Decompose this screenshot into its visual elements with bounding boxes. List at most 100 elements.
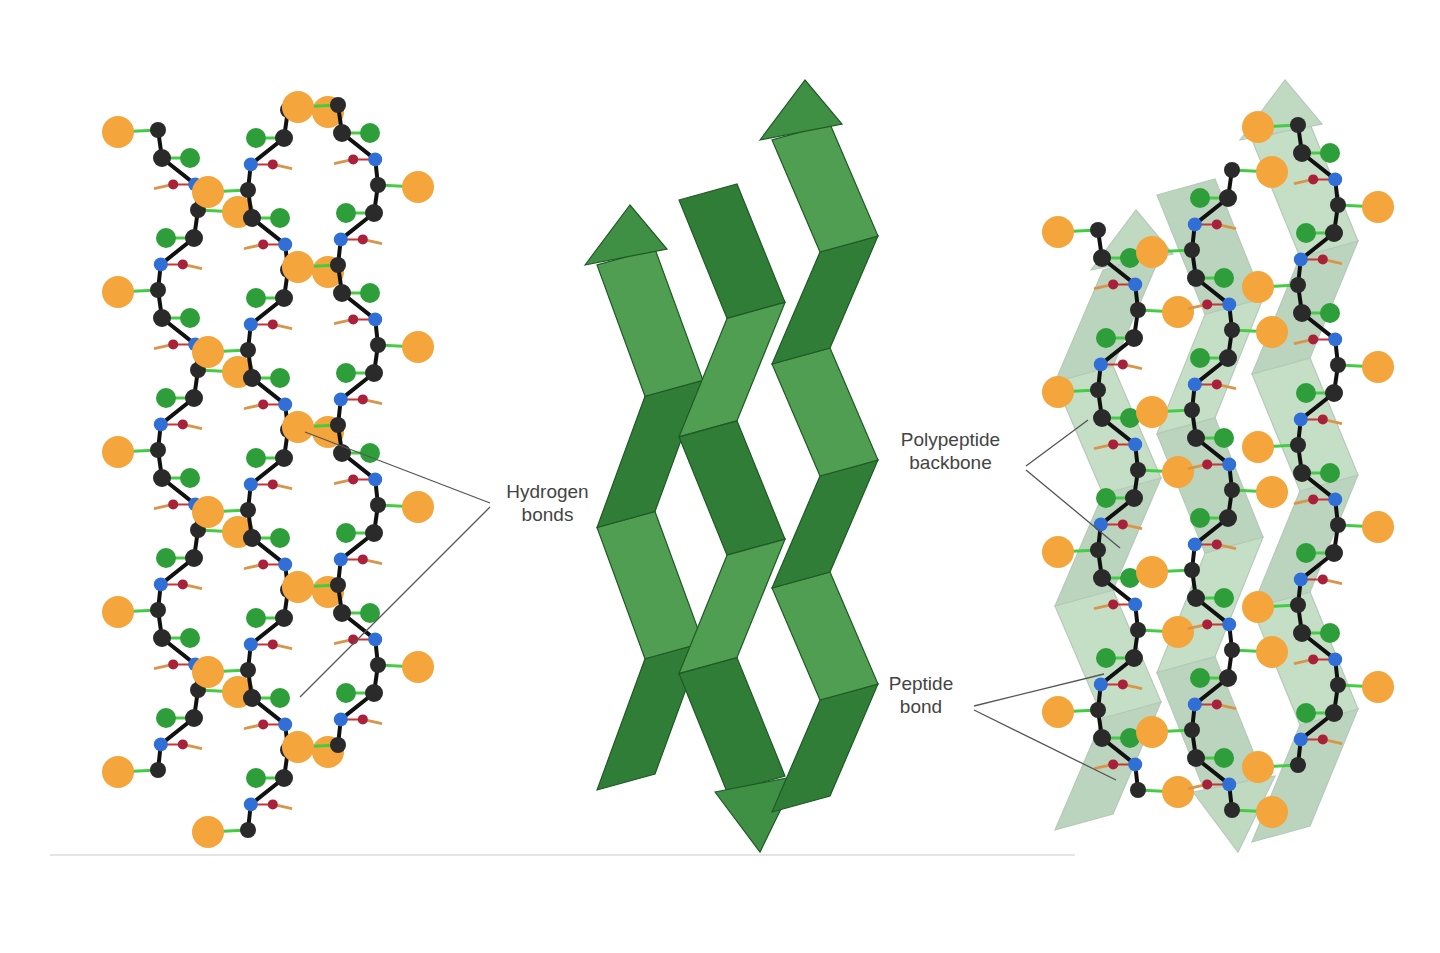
nitrogen-atom	[244, 477, 258, 491]
ribbon-arrow	[1157, 179, 1275, 852]
leader-line	[305, 432, 490, 503]
hydrogen-atom	[268, 799, 278, 809]
ribbon-arrow	[679, 184, 797, 852]
alpha-carbon	[1224, 802, 1240, 818]
ball-and-stick-right	[1042, 111, 1394, 828]
side-chain	[1162, 456, 1194, 488]
nitrogen-atom	[1328, 172, 1342, 186]
oxygen-atom	[180, 148, 200, 168]
ribbon-arrowhead	[760, 80, 842, 140]
oxygen-atom	[270, 688, 290, 708]
nitrogen-atom	[1188, 537, 1202, 551]
alpha-carbon	[1184, 242, 1200, 258]
carbonyl-carbon	[185, 549, 203, 567]
alpha-carbon	[330, 737, 346, 753]
nitrogen-atom	[278, 557, 292, 571]
nitrogen-atom	[154, 417, 168, 431]
carbonyl-carbon	[243, 529, 261, 547]
ribbon-segment	[679, 658, 785, 792]
nitrogen-atom	[1128, 597, 1142, 611]
alpha-carbon	[150, 442, 166, 458]
hydrogen-atom	[1108, 759, 1118, 769]
side-chain	[1136, 556, 1168, 588]
oxygen-atom	[1296, 223, 1316, 243]
carbonyl-carbon	[1187, 589, 1205, 607]
alpha-carbon	[240, 182, 256, 198]
nitrogen-atom	[1328, 332, 1342, 346]
hydrogen-atom	[358, 234, 368, 244]
side-chain	[192, 176, 224, 208]
carbonyl-carbon	[365, 364, 383, 382]
carbonyl-carbon	[1125, 329, 1143, 347]
alpha-carbon	[1290, 117, 1306, 133]
alpha-carbon	[330, 97, 346, 113]
hydrogen-atom	[258, 399, 268, 409]
hydrogen-atom	[168, 659, 178, 669]
alpha-carbon	[370, 657, 386, 673]
nitrogen-atom	[334, 232, 348, 246]
side-chain	[1242, 271, 1274, 303]
side-chain	[192, 496, 224, 528]
nitrogen-atom	[1328, 492, 1342, 506]
hydrogen-atom	[1202, 459, 1212, 469]
hydrogen-atom	[1202, 779, 1212, 789]
oxygen-atom	[246, 768, 266, 788]
alpha-carbon	[1130, 622, 1146, 638]
side-chain	[402, 491, 434, 523]
hydrogen-atom	[1108, 279, 1118, 289]
side-chain	[1162, 776, 1194, 808]
nitrogen-atom	[1222, 457, 1236, 471]
nitrogen-atom	[1222, 777, 1236, 791]
nitrogen-atom	[244, 317, 258, 331]
hydrogen-atom	[358, 554, 368, 564]
side-chain	[1256, 796, 1288, 828]
oxygen-atom	[1214, 268, 1234, 288]
oxygen-atom	[156, 548, 176, 568]
carbonyl-carbon	[365, 524, 383, 542]
oxygen-atom	[1190, 668, 1210, 688]
leader-line	[1026, 420, 1088, 466]
side-chain	[402, 171, 434, 203]
nitrogen-atom	[278, 717, 292, 731]
ribbon-segment	[1252, 358, 1358, 491]
side-chain	[102, 756, 134, 788]
ribbon-segment	[679, 302, 785, 436]
carbonyl-carbon	[1093, 249, 1111, 267]
ribbon-arrow	[1055, 210, 1173, 830]
oxygen-atom	[1096, 648, 1116, 668]
hydrogen-atom	[178, 579, 188, 589]
side-chain	[102, 116, 134, 148]
side-chain	[402, 331, 434, 363]
carbonyl-carbon	[1325, 544, 1343, 562]
ribbon-segment	[772, 236, 878, 364]
alpha-carbon	[370, 337, 386, 353]
nitrogen-atom	[154, 737, 168, 751]
alpha-carbon	[1090, 382, 1106, 398]
callout-label: Peptide bond	[866, 672, 976, 718]
ribbon-segment	[1252, 241, 1358, 374]
ribbon-segment	[772, 460, 878, 588]
nitrogen-atom	[244, 637, 258, 651]
side-chain	[1256, 156, 1288, 188]
alpha-carbon	[150, 282, 166, 298]
nitrogen-atom	[1188, 697, 1202, 711]
oxygen-atom	[336, 203, 356, 223]
alpha-carbon	[1184, 722, 1200, 738]
nitrogen-atom	[1294, 572, 1308, 586]
alpha-carbon	[240, 662, 256, 678]
hydrogen-atom	[1202, 619, 1212, 629]
alpha-carbon	[1184, 402, 1200, 418]
alpha-carbon	[370, 177, 386, 193]
hydrogen-atom	[268, 639, 278, 649]
ribbon-segment	[1055, 254, 1161, 382]
oxygen-atom	[270, 208, 290, 228]
alpha-carbon	[330, 577, 346, 593]
translucent-ribbons	[1055, 80, 1358, 852]
carbonyl-carbon	[275, 769, 293, 787]
nitrogen-atom	[244, 797, 258, 811]
alpha-carbon	[370, 497, 386, 513]
alpha-carbon	[1290, 597, 1306, 613]
leader-line	[974, 710, 1116, 780]
oxygen-atom	[360, 123, 380, 143]
alpha-carbon	[1224, 642, 1240, 658]
